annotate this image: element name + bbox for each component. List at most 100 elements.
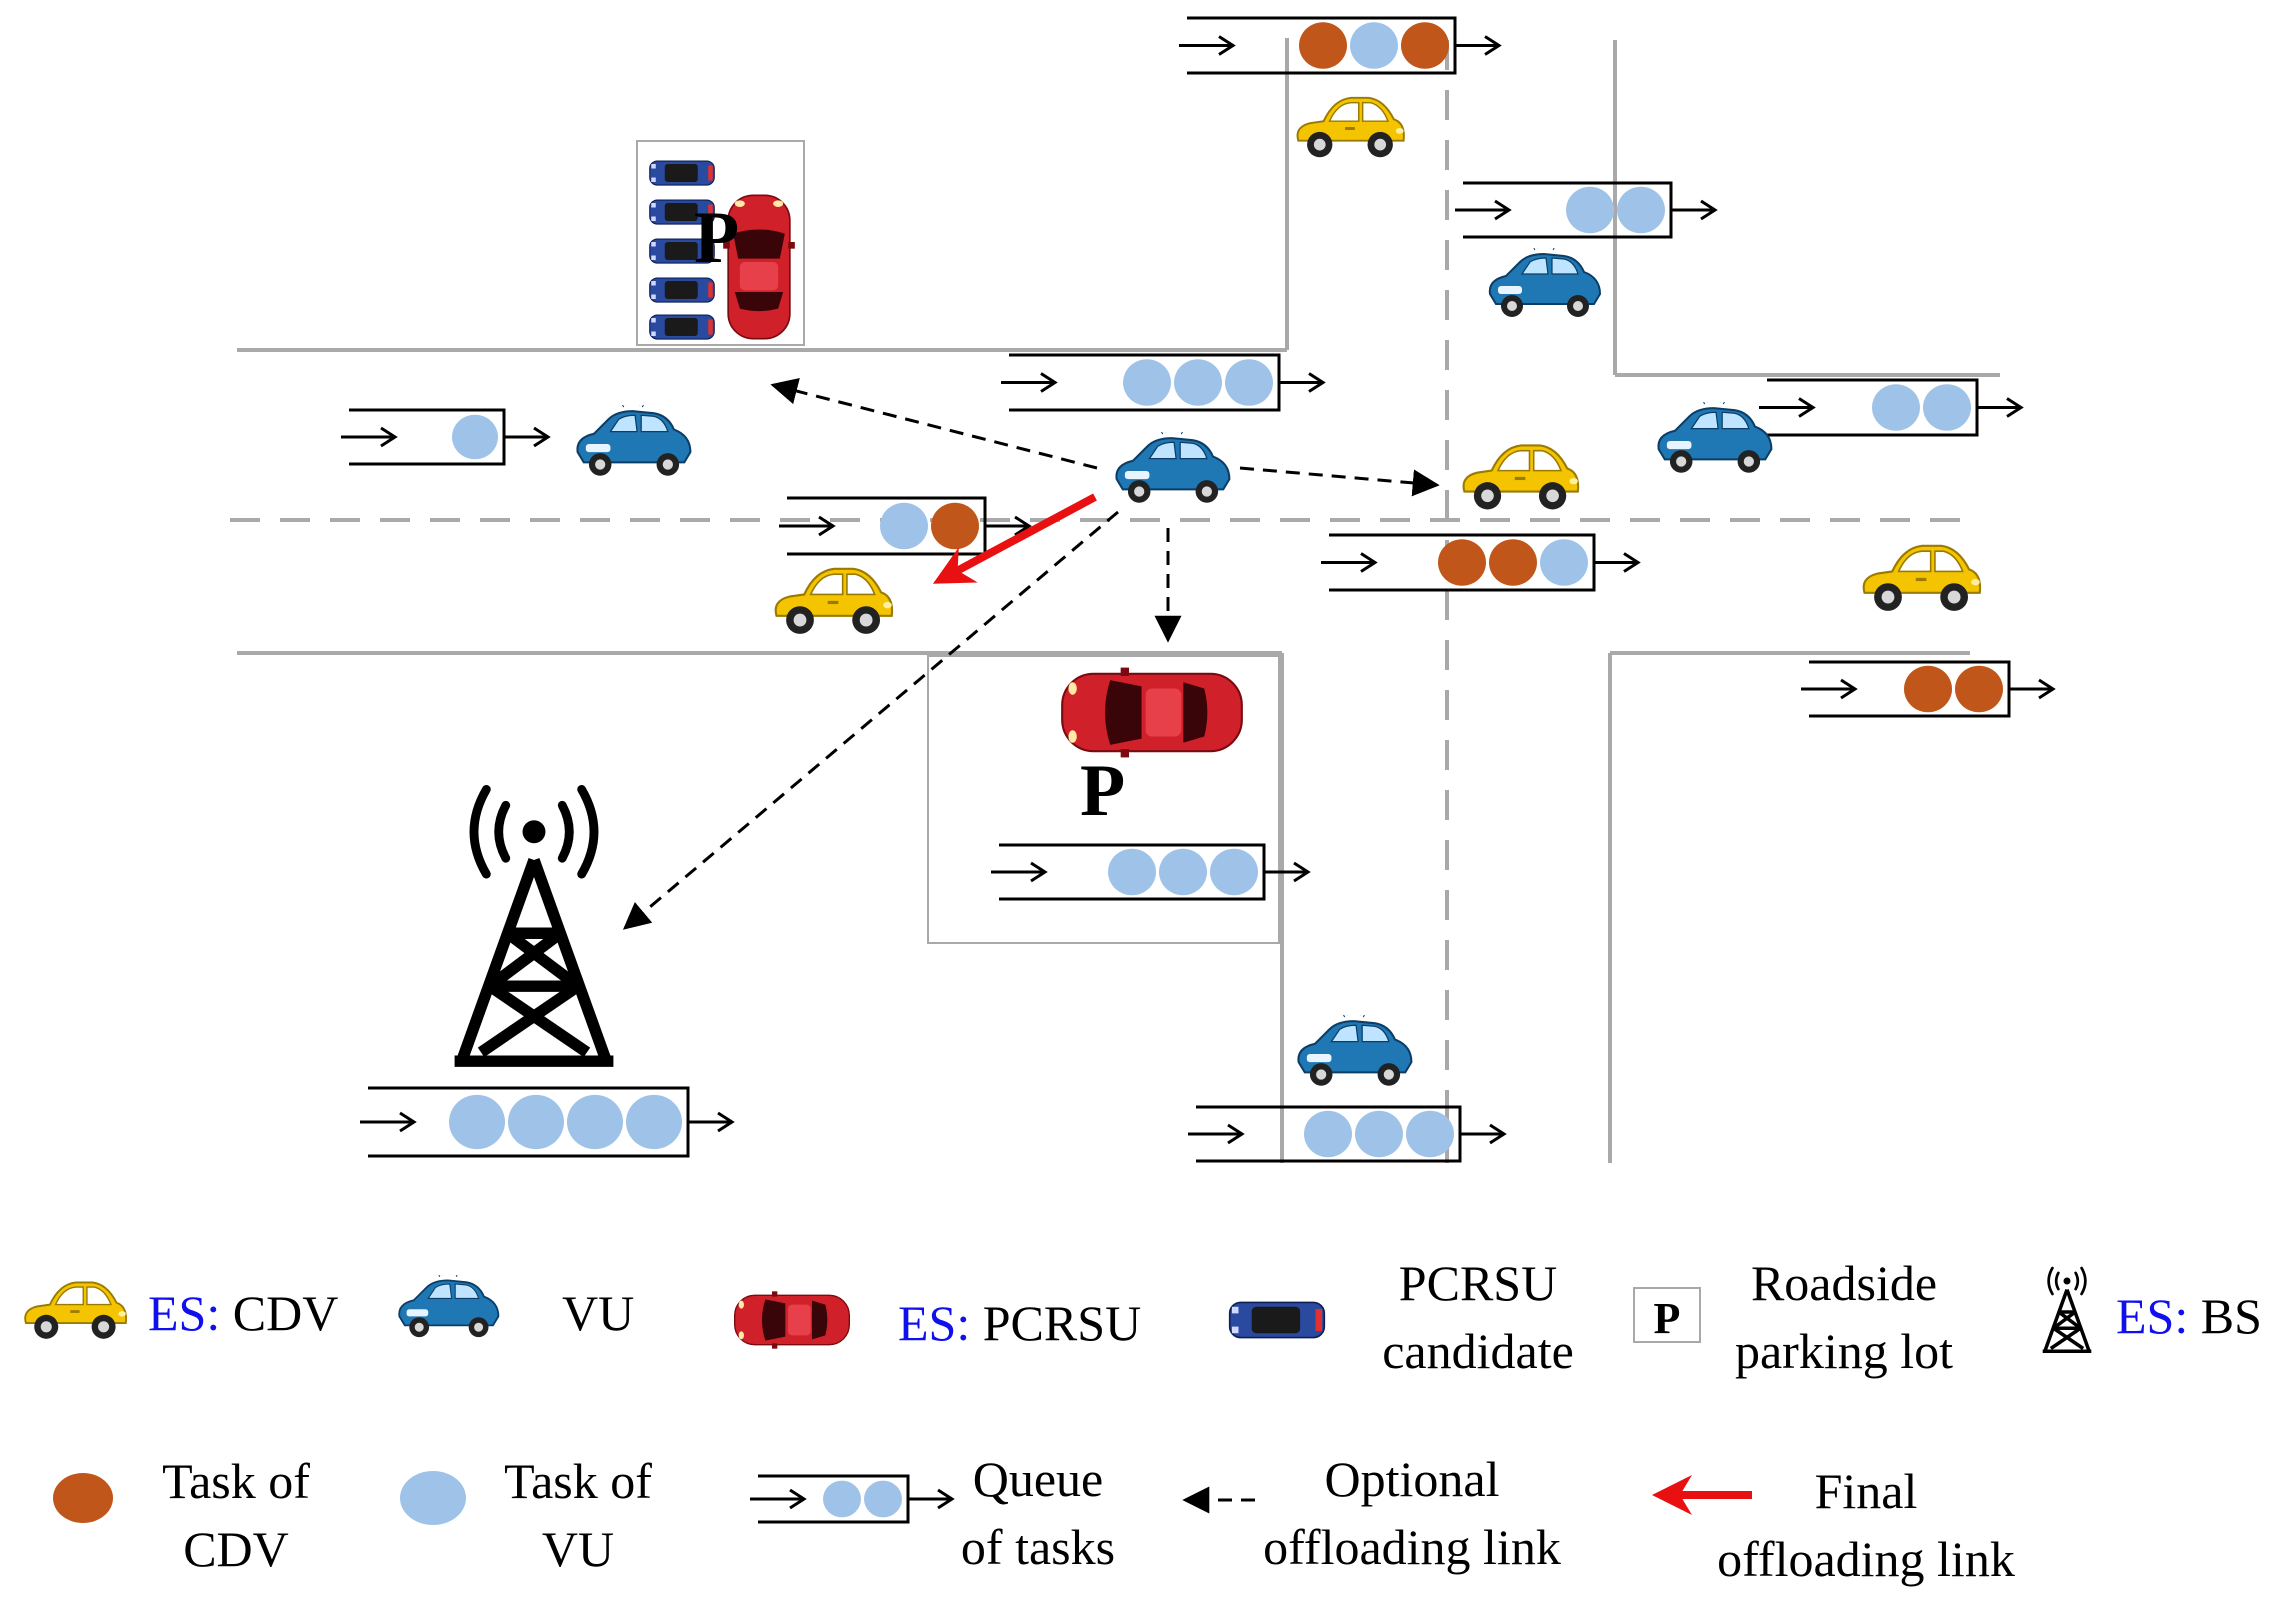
legend-vu-task-line2: VU bbox=[542, 1521, 614, 1577]
legend-queue-out-arrowhead bbox=[937, 1488, 955, 1510]
offloading-links bbox=[622, 377, 1440, 930]
cdv-task bbox=[1401, 22, 1449, 69]
pcrsu-candidate-car bbox=[649, 277, 715, 303]
cdv-car-target bbox=[1462, 444, 1580, 511]
road-network bbox=[230, 38, 2000, 1163]
vu-task bbox=[626, 1094, 682, 1150]
queue-top-center-out-arrowhead bbox=[1484, 35, 1502, 56]
legend-pcrsu-icon bbox=[733, 1290, 851, 1350]
svg-text:ES: PCRSU: ES: PCRSU bbox=[898, 1295, 1141, 1351]
legend-bs-label: BS bbox=[2201, 1288, 2262, 1344]
queue-parking-lower bbox=[991, 843, 1311, 901]
queue-right-lower-out-arrowhead bbox=[2038, 678, 2056, 700]
parking-symbol-lower: P bbox=[1080, 750, 1125, 832]
legend-queue-line2: of tasks bbox=[961, 1519, 1115, 1575]
legend-final-line1: Final bbox=[1815, 1463, 1918, 1519]
legend-parking-line1: Roadside bbox=[1751, 1255, 1937, 1311]
task-queues bbox=[341, 16, 2056, 1163]
legend-final-line2: offloading link bbox=[1717, 1531, 2015, 1587]
queue-bottom-center bbox=[1188, 1105, 1507, 1163]
parking-lot-upper-frame bbox=[636, 140, 805, 346]
queue-base-station-in-arrowhead bbox=[399, 1111, 417, 1133]
queue-right-upper bbox=[1455, 181, 1718, 239]
svg-text:ES: CDV: ES: CDV bbox=[148, 1285, 338, 1341]
legend-cdv-task-icon bbox=[53, 1473, 113, 1523]
parking-lot-lower: P bbox=[1061, 666, 1243, 832]
legend-pcrsu-candidate-icon bbox=[1228, 1301, 1326, 1339]
cdv-task bbox=[1489, 539, 1537, 586]
vu-task bbox=[567, 1094, 623, 1150]
legend-bs-icon bbox=[2040, 1266, 2094, 1353]
svg-text:ES: BS: ES: BS bbox=[2116, 1288, 2262, 1344]
vu-car bbox=[576, 405, 692, 477]
queue-right-lower bbox=[1801, 660, 2056, 718]
legend-vu-label: VU bbox=[562, 1285, 634, 1341]
vu-task bbox=[1350, 22, 1398, 69]
vu-task bbox=[1210, 848, 1258, 896]
legend-bs-es-prefix: ES: bbox=[2116, 1288, 2188, 1344]
vu-task bbox=[1159, 848, 1207, 896]
cdv-task bbox=[1438, 539, 1486, 586]
queue-center-mid bbox=[1321, 533, 1641, 592]
vu-task bbox=[1174, 359, 1222, 406]
cdv-task bbox=[931, 502, 979, 550]
legend-candidate-line2: candidate bbox=[1382, 1323, 1574, 1379]
vu-task bbox=[823, 1480, 861, 1518]
vu-task bbox=[1617, 186, 1665, 234]
legend-pcrsu-label: PCRSU bbox=[983, 1295, 1141, 1351]
legend-vu-task-line1: Task of bbox=[504, 1453, 652, 1509]
vu-task bbox=[1406, 1110, 1454, 1158]
queue-center-left-out-arrowhead bbox=[1014, 515, 1032, 537]
parking-lot-lower-frame bbox=[927, 655, 1280, 944]
vu-task bbox=[1923, 384, 1971, 431]
cdv-car bbox=[1296, 96, 1405, 159]
queue-bottom-center-out-arrowhead bbox=[1489, 1123, 1507, 1145]
queue-center-top bbox=[1001, 353, 1326, 412]
legend-row-1: ES: CDV VU ES: PCRSU PCRSU candidate P R… bbox=[24, 1255, 2262, 1379]
legend-parking-box bbox=[1633, 1287, 1701, 1343]
queue-bottom-center-in-arrowhead bbox=[1227, 1123, 1245, 1145]
vu-task bbox=[1225, 359, 1273, 406]
queue-base-station bbox=[360, 1086, 735, 1158]
queue-left-road bbox=[341, 408, 551, 466]
vu-car bbox=[1488, 248, 1601, 318]
queue-left-road-in-arrowhead bbox=[380, 426, 398, 448]
optional-link-to-parking-upper bbox=[770, 377, 1098, 470]
cdv-task bbox=[1904, 665, 1952, 713]
legend-queue-line1: Queue bbox=[973, 1451, 1104, 1507]
legend-cdv-es-prefix: ES: bbox=[148, 1285, 220, 1341]
vu-task bbox=[864, 1480, 902, 1518]
pcrsu-candidate-car bbox=[649, 314, 715, 340]
parking-lot-upper: P bbox=[649, 160, 796, 340]
queue-parking-lower-out-arrowhead bbox=[1293, 861, 1311, 883]
vu-task bbox=[1540, 539, 1588, 586]
queue-right-upper-out-arrowhead bbox=[1700, 199, 1718, 221]
legend-cdv-icon bbox=[24, 1281, 127, 1340]
queue-center-left bbox=[779, 496, 1032, 556]
vu-car-source bbox=[1115, 432, 1231, 504]
optional-link-to-cdv bbox=[1239, 466, 1440, 497]
pcrsu-car-lower bbox=[1061, 666, 1243, 759]
legend-optional-line1: Optional bbox=[1325, 1451, 1500, 1507]
optional-link-to-base-station bbox=[622, 510, 1119, 930]
queue-left-road-out-arrowhead bbox=[533, 426, 551, 448]
legend-cdv-label: CDV bbox=[233, 1285, 339, 1341]
vu-task bbox=[1872, 384, 1920, 431]
queue-parking-lower-in-arrowhead bbox=[1030, 861, 1048, 883]
vu-task bbox=[1355, 1110, 1403, 1158]
vu-car bbox=[1297, 1015, 1413, 1087]
vu-task bbox=[880, 502, 928, 550]
legend-queue bbox=[750, 1474, 955, 1524]
pcrsu-candidate-car bbox=[649, 160, 715, 186]
vu-task bbox=[1304, 1110, 1352, 1158]
base-station-tower bbox=[455, 789, 614, 1061]
legend-cdv-task-line1: Task of bbox=[162, 1453, 310, 1509]
vu-task bbox=[1566, 186, 1614, 234]
queue-center-left-in-arrowhead bbox=[818, 515, 836, 537]
legend-vu-task-icon bbox=[400, 1471, 466, 1525]
queue-right-mid-out-arrowhead bbox=[2006, 397, 2024, 418]
queue-top-center bbox=[1179, 16, 1502, 75]
cdv-task bbox=[1955, 665, 2003, 713]
queue-center-top-in-arrowhead bbox=[1040, 372, 1058, 393]
legend-parking-line2: parking lot bbox=[1735, 1323, 1953, 1379]
